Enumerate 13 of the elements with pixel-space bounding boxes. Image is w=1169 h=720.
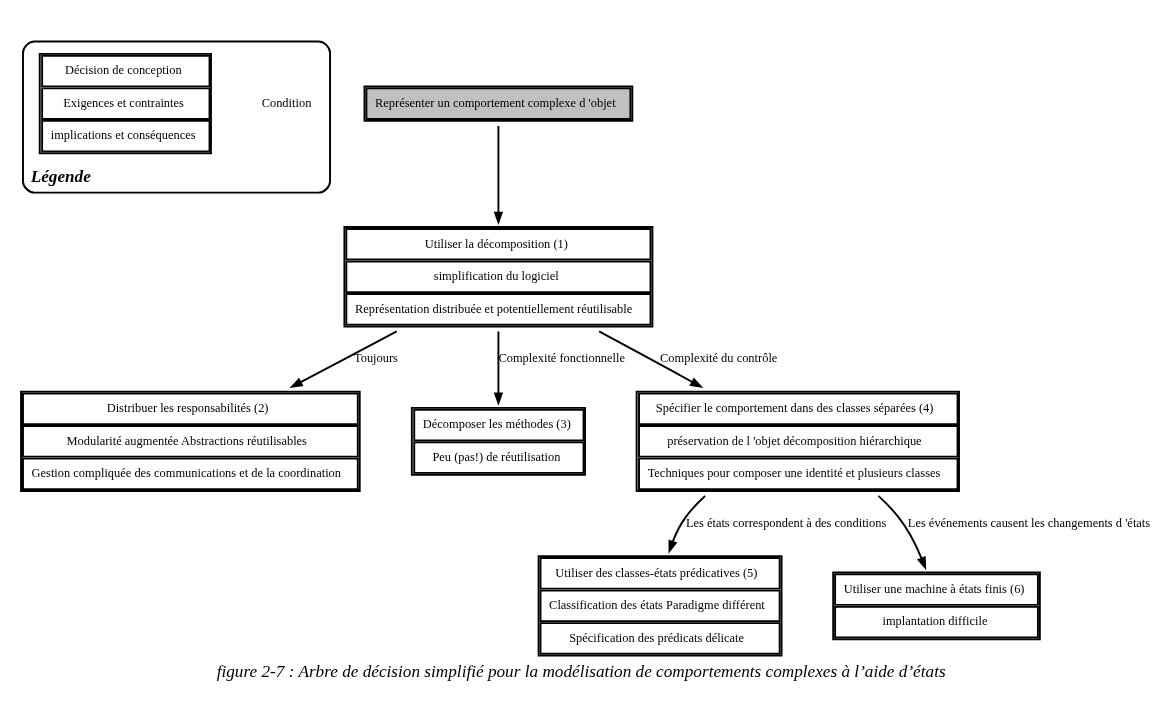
arrow (493, 330, 504, 406)
edge-label: Les états correspondent à des conditions (685, 515, 887, 530)
arrow (598, 329, 704, 388)
arrow (668, 494, 706, 554)
arrow (877, 494, 927, 570)
arrow (289, 330, 398, 388)
edge-label: Les événements causent les changements d 'états (907, 515, 1151, 530)
arrow (493, 124, 504, 225)
edge-label: Toujours (353, 350, 398, 365)
edge-label: Complexité fonctionnelle (498, 350, 626, 365)
node-text: Condition (261, 95, 312, 110)
edge-label: Complexité du contrôle (660, 350, 778, 365)
caption: figure 2-7 : Arbre de décision simplifié pour la modélisation de comportements complexes à l’aide d’états (216, 661, 946, 681)
